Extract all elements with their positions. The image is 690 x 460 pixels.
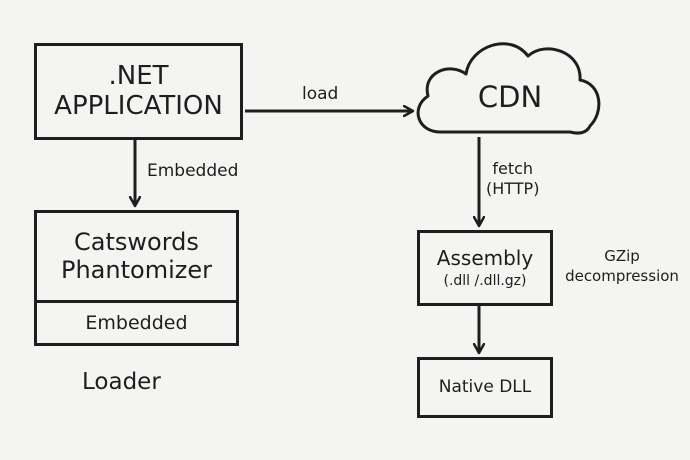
cdn-label: CDN xyxy=(477,80,543,114)
assembly-subtitle: (.dll /.dll.gz) xyxy=(443,272,527,289)
app-title-line-2: APPLICATION xyxy=(54,90,223,121)
cdn-cloud-shape xyxy=(416,42,601,135)
edge-label-embedded: Embedded xyxy=(147,161,239,181)
loader-divider xyxy=(37,300,236,303)
fetch-label-line-2: (HTTP) xyxy=(486,179,540,198)
app-title-line-1: .NET xyxy=(108,60,169,91)
loader-title-line-1: Catswords xyxy=(74,227,199,256)
loader-title-section: Catswords Phantomizer xyxy=(37,213,236,300)
native-dll-box: Native DLL xyxy=(417,357,553,418)
gzip-decompression-note: GZip decompression xyxy=(554,247,690,286)
edge-label-fetch: fetch (HTTP) xyxy=(486,159,539,199)
loader-title-line-2: Phantomizer xyxy=(61,255,212,284)
loader-box: Catswords Phantomizer Embedded xyxy=(34,210,239,346)
gzip-note-line-1: GZip xyxy=(604,247,640,265)
assembly-box: Assembly (.dll /.dll.gz) xyxy=(417,230,553,306)
edge-label-load: load xyxy=(302,84,339,104)
loader-caption: Loader xyxy=(82,369,161,395)
fetch-label-line-1: fetch xyxy=(492,159,534,178)
loader-embedded-section: Embedded xyxy=(85,312,188,334)
native-dll-label: Native DLL xyxy=(438,376,532,397)
dotnet-application-box: .NET APPLICATION xyxy=(34,43,243,140)
gzip-note-line-2: decompression xyxy=(565,266,679,285)
assembly-title: Assembly xyxy=(436,245,534,270)
